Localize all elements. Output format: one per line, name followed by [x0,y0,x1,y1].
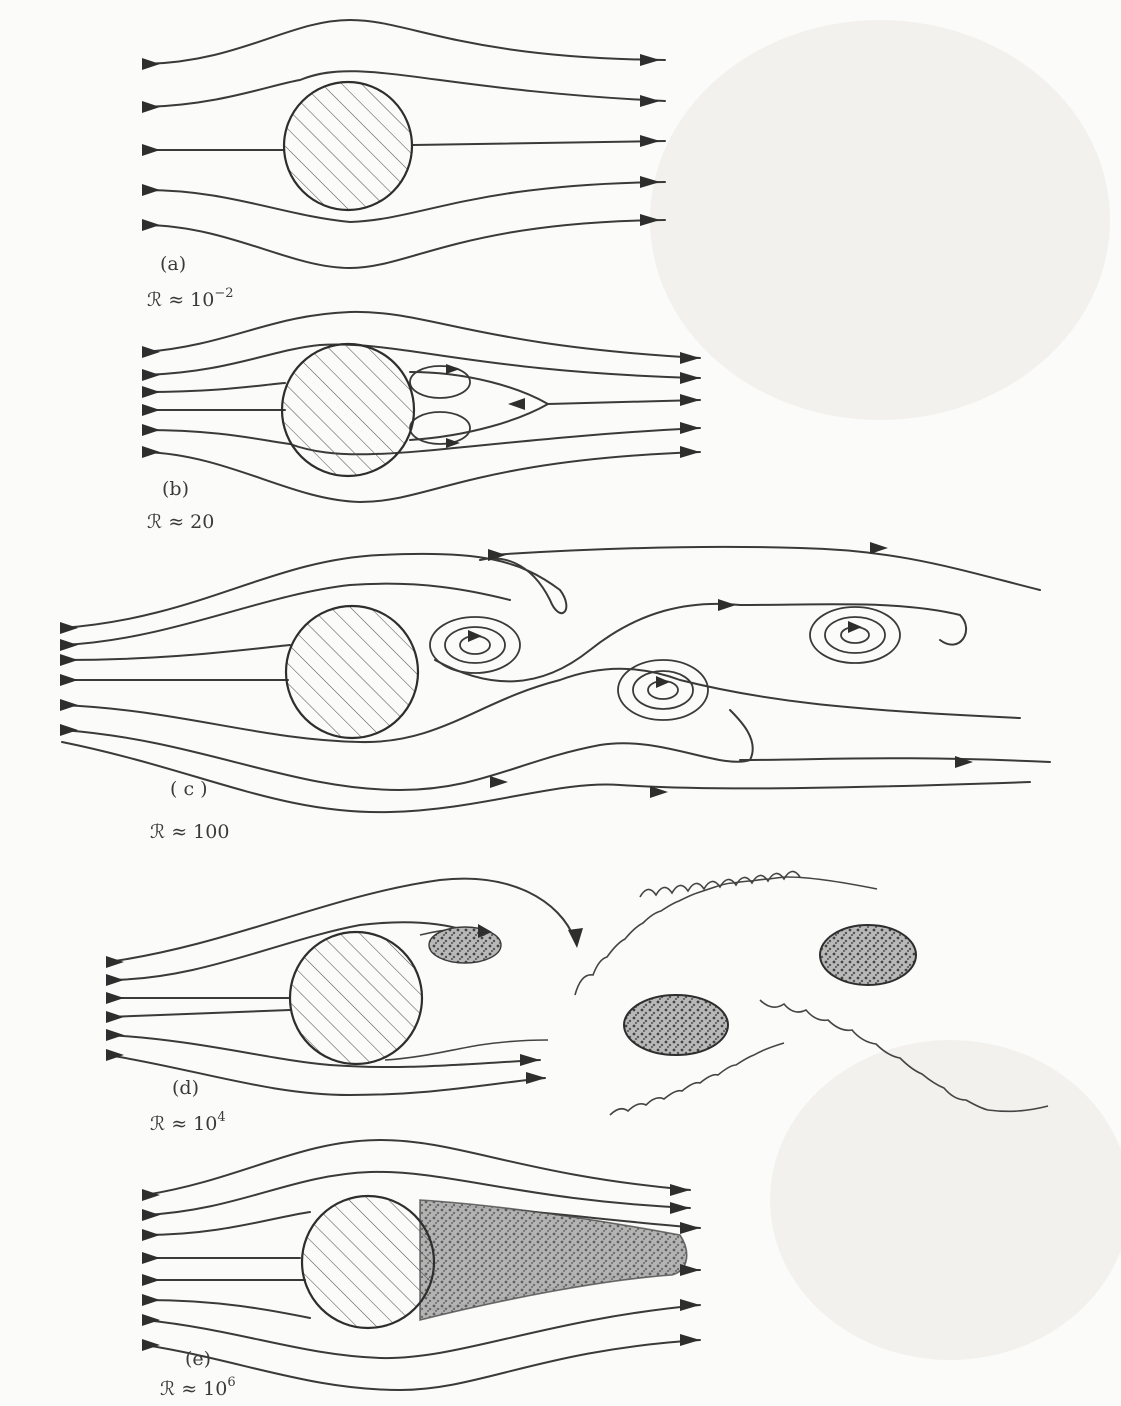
reynolds-number: ℛ ≈ 20 [147,511,214,533]
panel-label: ( c ) [170,778,208,800]
panel-label: (e) [185,1348,211,1370]
reynolds-number: ℛ ≈ 106 [160,1375,236,1400]
paper-smudge [770,1040,1121,1360]
paper-smudge [650,20,1110,420]
turbulent-eddy [624,995,728,1055]
turbulent-eddy [820,925,916,985]
reynolds-number: ℛ ≈ 100 [150,821,229,843]
panel-label: (b) [162,478,189,500]
reynolds-number: ℛ ≈ 104 [150,1110,226,1135]
panel-label: (a) [160,253,186,275]
panel-label: (d) [172,1077,199,1099]
